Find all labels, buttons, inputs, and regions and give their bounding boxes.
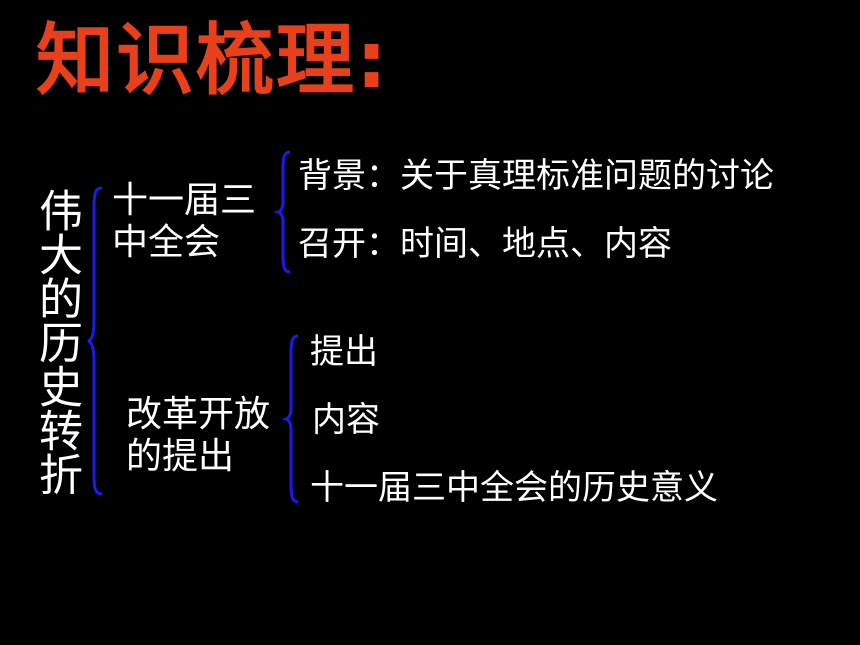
branch-reform-opening: 改革开放 的提出	[126, 394, 270, 478]
branch-third-plenary: 十一届三 中全会	[112, 180, 256, 264]
branch-reform-opening-line1: 改革开放	[126, 394, 271, 435]
main-brace	[87, 186, 103, 496]
leaf-content: 内容	[312, 400, 380, 440]
page-title: 知识梳理:	[36, 16, 390, 106]
branch-third-plenary-line1: 十一届三	[112, 180, 257, 221]
leaf-significance: 十一届三中全会的历史意义	[310, 468, 718, 508]
root-label: 伟大的历史转折	[31, 188, 82, 496]
leaf-convening: 召开：时间、地点、内容	[298, 224, 672, 264]
leaf-proposal: 提出	[310, 332, 378, 372]
leaf-background: 背景：关于真理标准问题的讨论	[298, 156, 774, 196]
branch-third-plenary-line2: 中全会	[112, 222, 221, 263]
branch-reform-opening-line2: 的提出	[126, 436, 235, 477]
branch1-brace	[273, 150, 291, 274]
branch2-brace	[281, 334, 299, 504]
